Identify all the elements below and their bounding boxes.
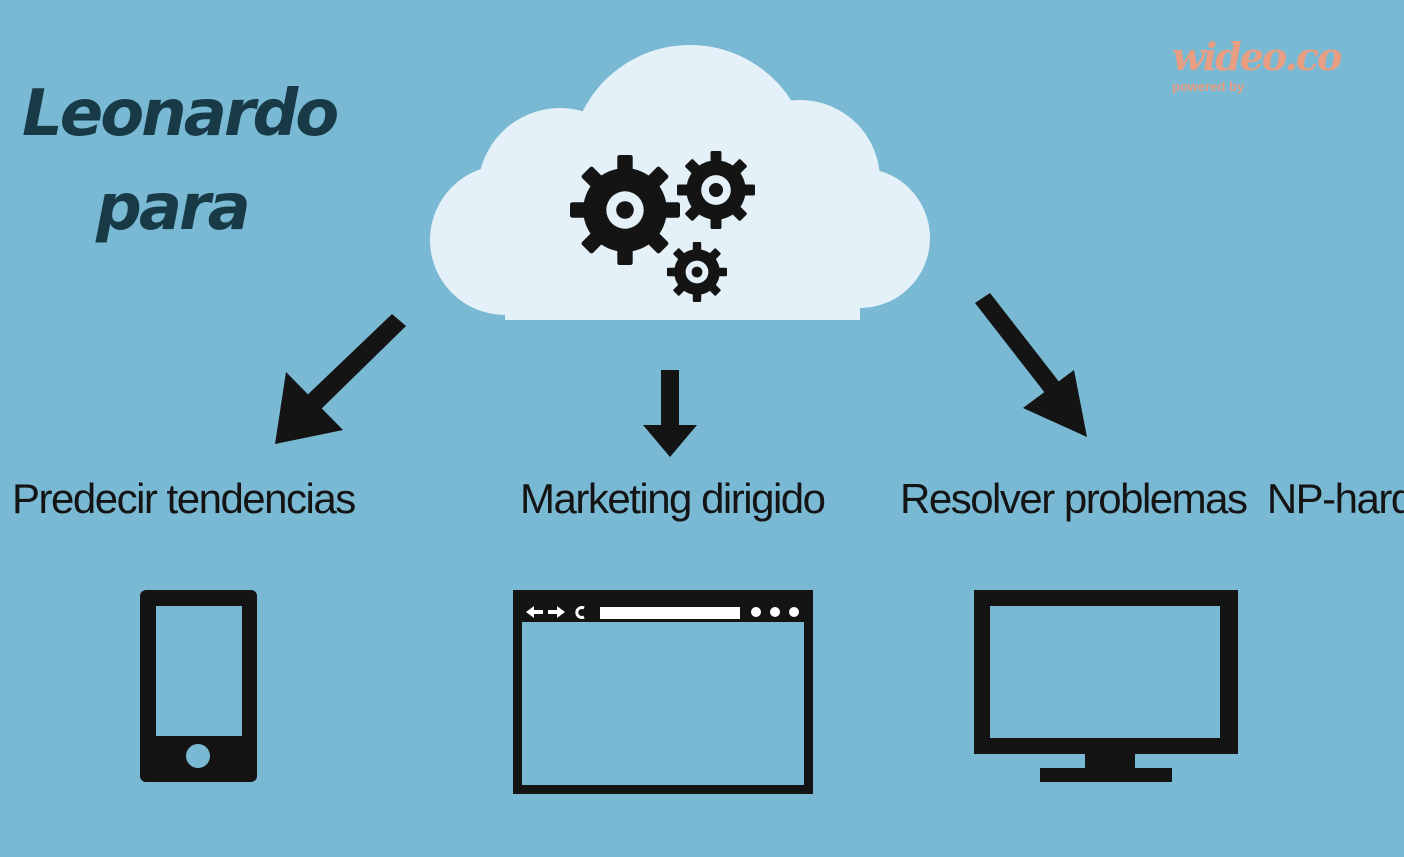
- arrow-right-icon: [975, 293, 1087, 437]
- title-line-2: para: [96, 171, 251, 245]
- title-line-1: Leonardo: [22, 77, 339, 151]
- browser-window-icon: [513, 590, 813, 794]
- label-marketing-dirigido: Marketing dirigido: [520, 475, 826, 522]
- watermark-brand: wideo.co: [1172, 34, 1342, 79]
- large-gear-icon: [570, 155, 680, 265]
- arrow-left-icon: [275, 314, 406, 444]
- browser-nav-icons: [526, 606, 565, 618]
- label-predecir-tendencias: Predecir tendencias: [12, 475, 356, 522]
- watermark-subtitle: powered by: [1172, 79, 1245, 94]
- gears-icon: [570, 151, 755, 302]
- medium-gear-icon: [677, 151, 755, 229]
- desktop-monitor-icon: [974, 590, 1238, 782]
- wideo-watermark-logo: wideo.co powered by: [1172, 34, 1352, 94]
- arrow-down-icon: [643, 370, 697, 457]
- small-gear-icon: [667, 242, 727, 302]
- smartphone-icon: [140, 590, 257, 782]
- label-resolver-problemas: Resolver problemas NP-hard: [900, 475, 1404, 522]
